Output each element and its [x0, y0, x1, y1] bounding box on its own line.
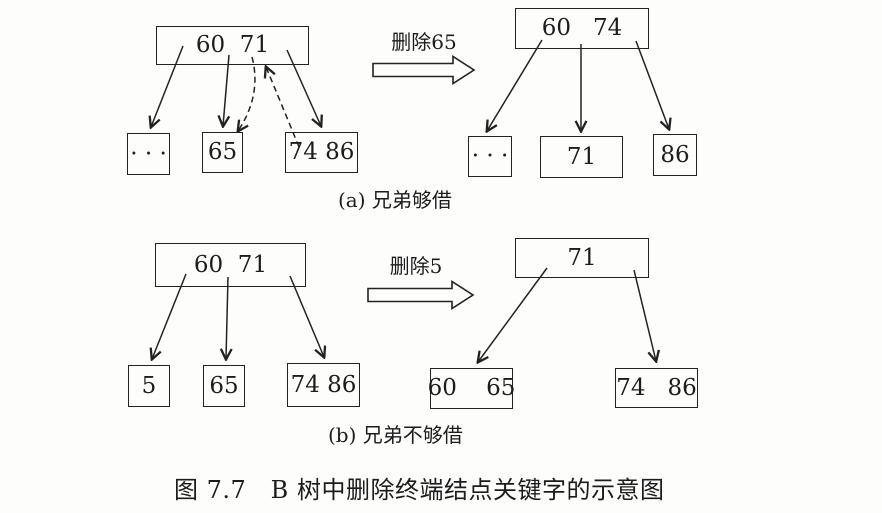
node-b-before-child-5: 5 — [128, 365, 170, 407]
edge-arrow — [487, 39, 543, 131]
node-a-after-child-86: 86 — [653, 134, 697, 176]
edge-arrow — [633, 269, 656, 361]
node-a-after-child-dots: · · · — [468, 136, 512, 177]
node-a-before-child-74-86: 74 86 — [285, 132, 358, 173]
b-after-edges — [478, 267, 656, 362]
subcaption-b: (b) 兄弟不够借 — [328, 423, 463, 447]
borrow-dashed-arrow-down — [238, 56, 256, 131]
figure-caption: 图 7.7 B 树中删除终端结点关键字的示意图 — [174, 476, 665, 504]
node-b-after-child-74-86: 74 86 — [615, 368, 698, 408]
edge-arrow — [478, 267, 548, 362]
node-b-before-child-74-86: 74 86 — [287, 363, 360, 407]
node-a-before-child-65: 65 — [202, 132, 243, 173]
edge-arrow — [223, 54, 229, 126]
subcaption-a: (a) 兄弟够借 — [338, 188, 452, 212]
node-b-after-child-60-65: 60 65 — [428, 368, 515, 409]
node-b-before-root: 60 71 — [155, 243, 306, 287]
node-b-before-child-65: 65 — [203, 365, 245, 407]
node-a-after-child-71: 71 — [540, 136, 623, 178]
operation-label-b: 删除5 — [389, 254, 443, 278]
node-a-after-root: 60 74 — [515, 8, 649, 49]
edge-arrow — [289, 275, 324, 357]
transform-arrow-a — [372, 55, 476, 85]
transform-arrow-b — [367, 280, 475, 310]
edge-arrow — [635, 40, 669, 129]
edge-arrow — [226, 276, 228, 359]
a-after-edges — [487, 39, 669, 131]
node-b-after-root: 71 — [515, 238, 649, 278]
operation-label-a: 删除65 — [391, 30, 457, 54]
node-a-before-root: 60 71 — [156, 26, 309, 65]
node-a-before-child-dots: · · · — [127, 133, 170, 175]
